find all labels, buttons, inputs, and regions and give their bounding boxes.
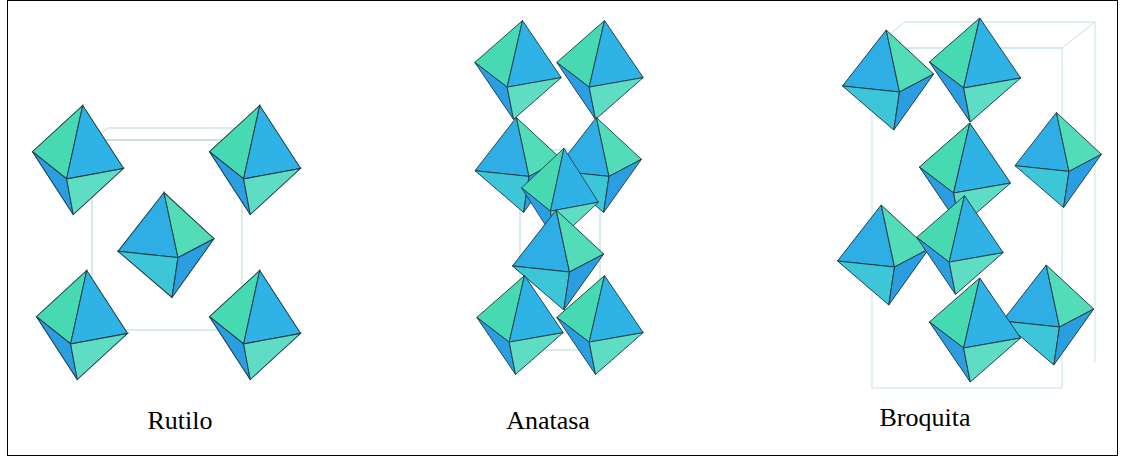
octahedron: [557, 276, 643, 375]
octahedron: [209, 105, 300, 214]
figure-frame: [8, 1, 1118, 456]
structure-name: Broquita: [880, 404, 971, 433]
brookite-structure: [838, 18, 1102, 388]
octahedron: [118, 193, 214, 298]
octahedron: [475, 21, 561, 120]
octahedron: [209, 270, 300, 379]
octahedron: [838, 205, 929, 305]
octahedron: [1015, 113, 1101, 208]
octahedron: [477, 276, 563, 375]
octahedron: [557, 21, 643, 120]
octahedron: [929, 18, 1020, 122]
unit-cell: [1095, 22, 1096, 362]
structure-name: Anatasa: [506, 407, 590, 436]
octahedron: [36, 270, 127, 379]
rutile-structure: [32, 105, 300, 379]
octahedron: [1003, 265, 1094, 365]
octahedron: [929, 278, 1020, 382]
octahedron: [32, 105, 123, 214]
structure-name: Rutilo: [147, 407, 212, 436]
anatase-structure: [475, 21, 643, 375]
octahedron: [917, 196, 1003, 295]
octahedron: [843, 30, 934, 130]
